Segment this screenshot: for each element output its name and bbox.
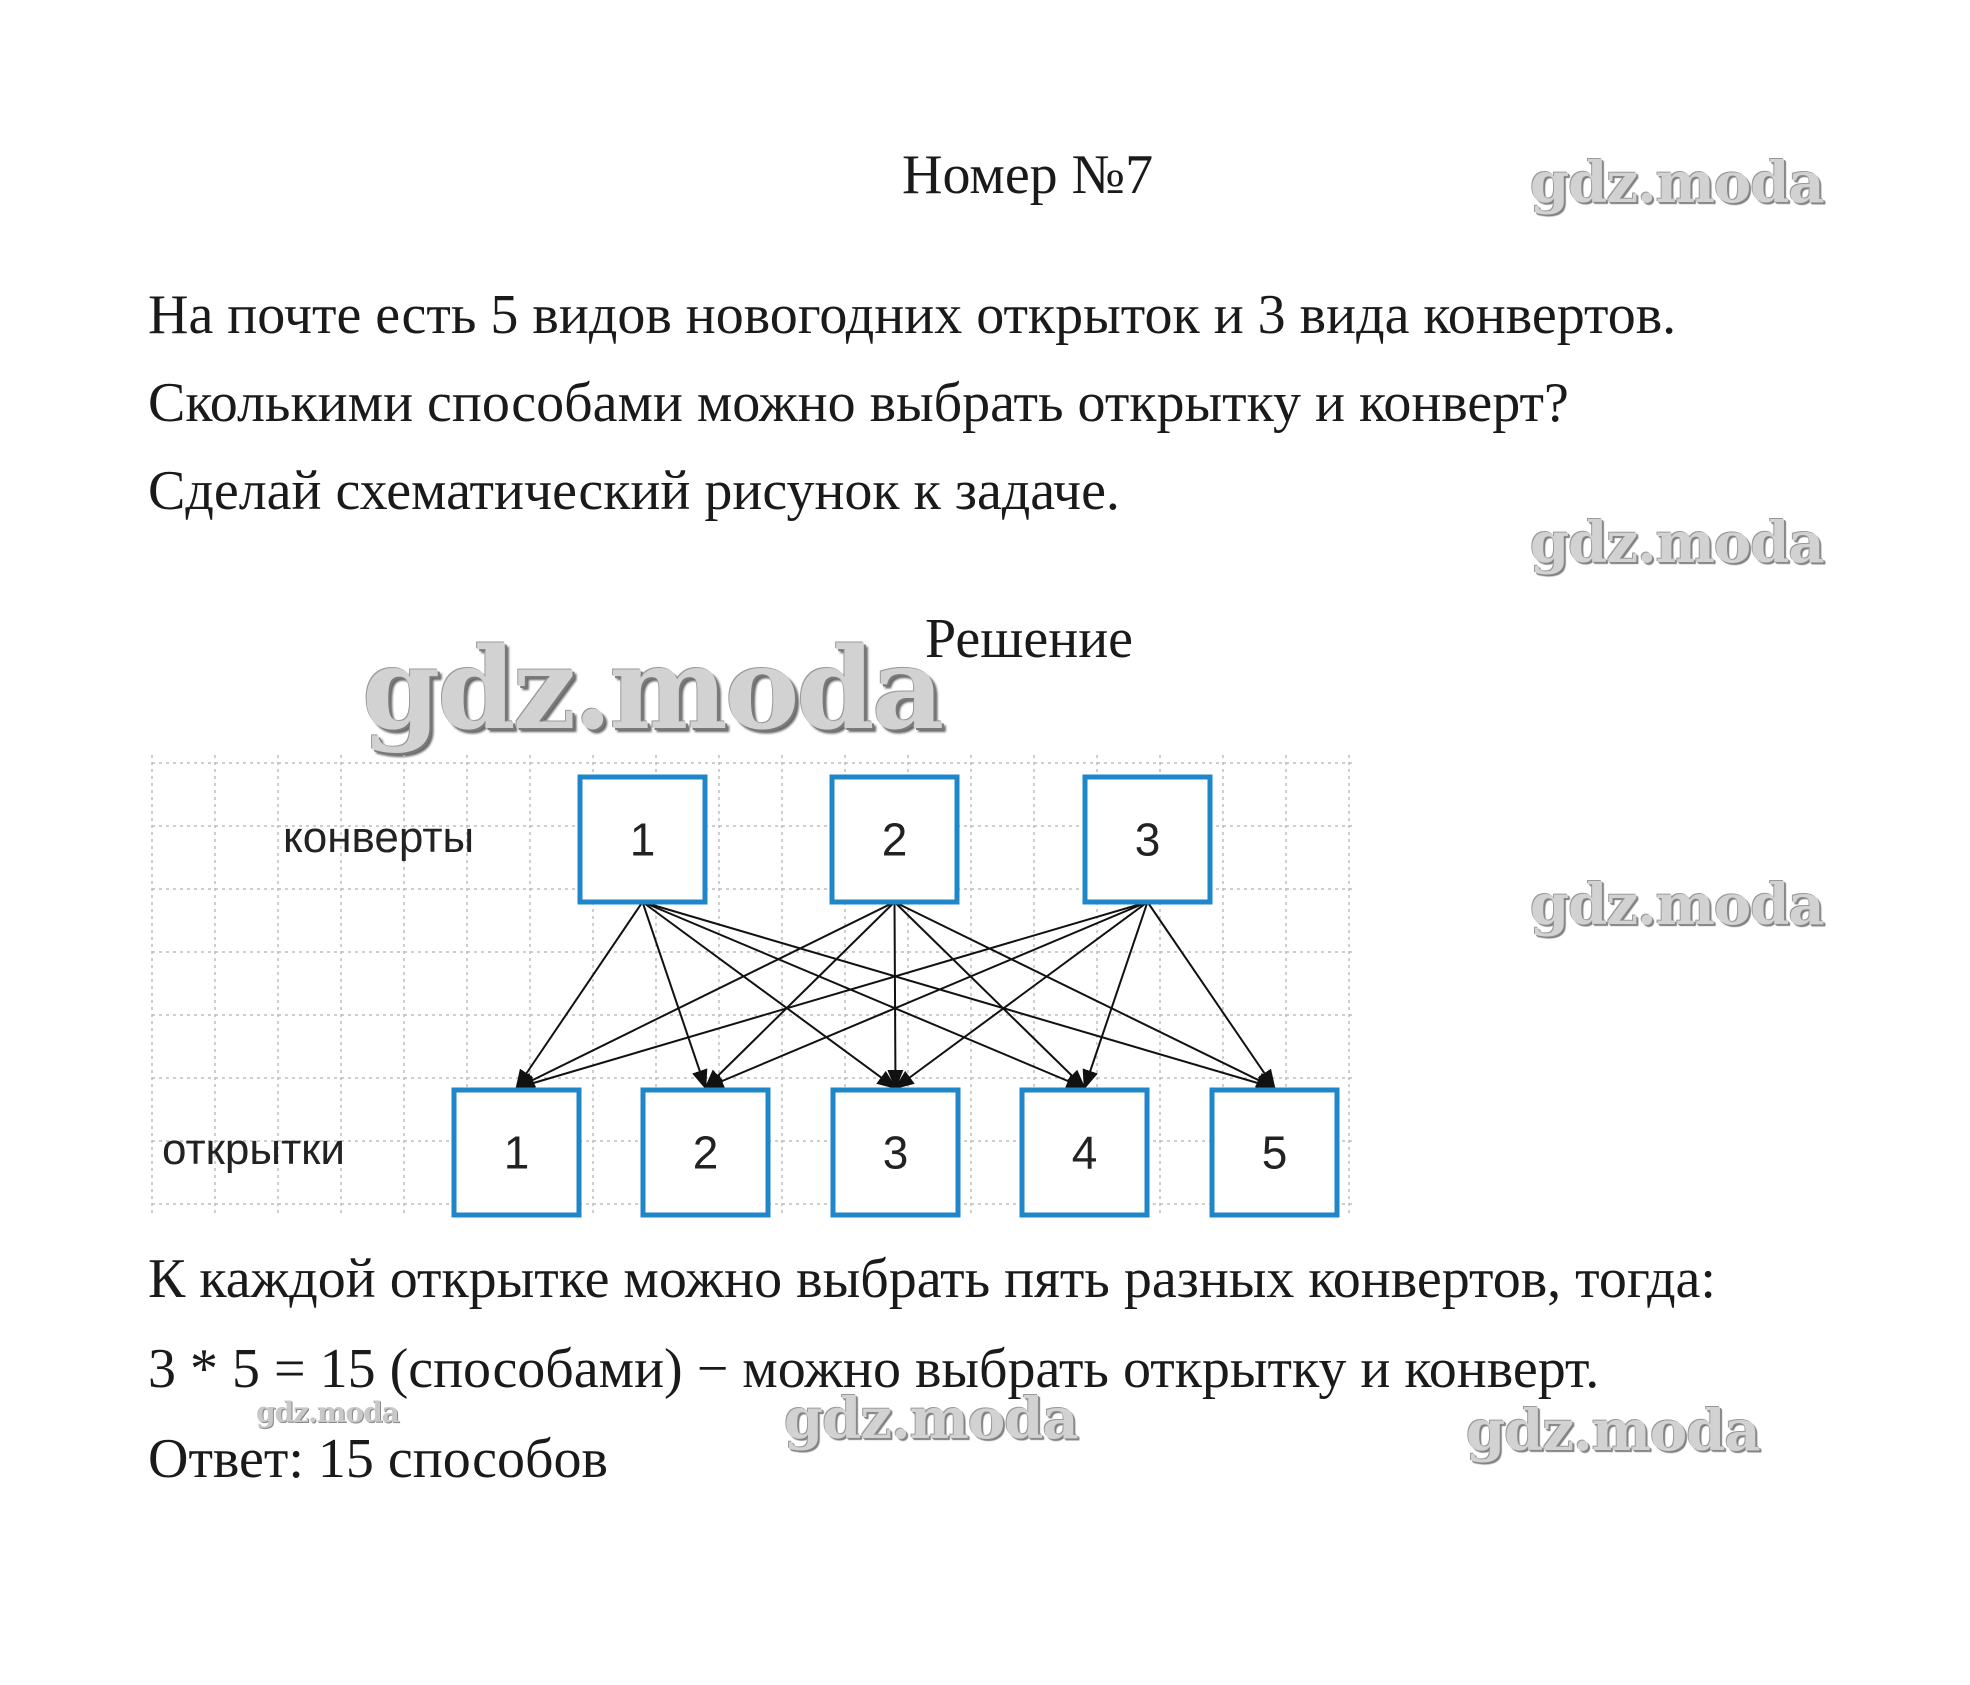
arrow-env2-card3 (887, 901, 904, 1090)
envelopes-label: конверты (283, 813, 474, 862)
arrow-env1-card1 (515, 901, 644, 1090)
watermark: gdz.moda (362, 624, 944, 755)
solution-line-2: 3 * 5 = 15 (способами) − можно выбрать о… (148, 1338, 1600, 1400)
answer-line: Ответ: 15 способов (148, 1428, 608, 1490)
arrow-group (514, 901, 1277, 1091)
cards-label: открытки (162, 1125, 345, 1174)
arrow-env3-card1 (514, 901, 1148, 1091)
card-2-label: 2 (693, 1127, 719, 1179)
solution-line-1: К каждой открытке можно выбрать пять раз… (148, 1248, 1716, 1310)
watermark: gdz.moda (1530, 510, 1825, 576)
envelope-1-box (577, 774, 708, 905)
card-4-box (1019, 1087, 1150, 1218)
arrow-env1-card4 (642, 901, 1087, 1089)
arrow-env3-card4 (1082, 901, 1149, 1090)
card-3-label: 3 (883, 1127, 909, 1179)
arrow-env2-card5 (894, 901, 1277, 1089)
card-3-box (830, 1087, 961, 1218)
card-1-box (451, 1087, 582, 1218)
arrow-env1-card2 (641, 901, 708, 1090)
arrow-env2-card1 (514, 901, 895, 1089)
watermark: gdz.moda (1530, 872, 1825, 938)
problem-line-2: Сколькими способами можно выбрать открыт… (148, 372, 1569, 434)
watermark: gdz.moda (1466, 1398, 1761, 1464)
watermark: gdz.moda (256, 1396, 400, 1429)
arrow-env3-card2 (703, 901, 1148, 1089)
page-title: Номер №7 (902, 144, 1154, 206)
card-4-label: 4 (1072, 1127, 1098, 1179)
watermark: gdz.moda (784, 1386, 1079, 1452)
arrow-env1-card5 (642, 901, 1277, 1091)
arrow-env3-card3 (893, 901, 1149, 1090)
card-5-box (1209, 1087, 1340, 1218)
arrow-env2-card2 (704, 901, 896, 1090)
envelope-2-box (829, 774, 960, 905)
card-1-label: 1 (504, 1127, 530, 1179)
problem-line-3: Сделай схематический рисунок к задаче. (148, 460, 1120, 522)
arrow-env1-card3 (641, 901, 898, 1090)
card-boxes: 1 2 3 4 5 (451, 1087, 1340, 1218)
arrow-env3-card5 (1146, 901, 1276, 1090)
solution-heading: Решение (925, 608, 1134, 670)
envelope-1-label: 1 (630, 814, 656, 866)
arrow-env2-card4 (893, 901, 1086, 1090)
envelope-2-label: 2 (882, 814, 908, 866)
envelope-3-label: 3 (1135, 814, 1161, 866)
envelope-boxes: 1 2 3 (577, 774, 1213, 905)
card-5-label: 5 (1262, 1127, 1288, 1179)
card-2-box (640, 1087, 771, 1218)
watermark: gdz.moda (1530, 150, 1825, 216)
envelope-3-box (1082, 774, 1213, 905)
problem-line-1: На почте есть 5 видов новогодних открыто… (148, 284, 1677, 346)
